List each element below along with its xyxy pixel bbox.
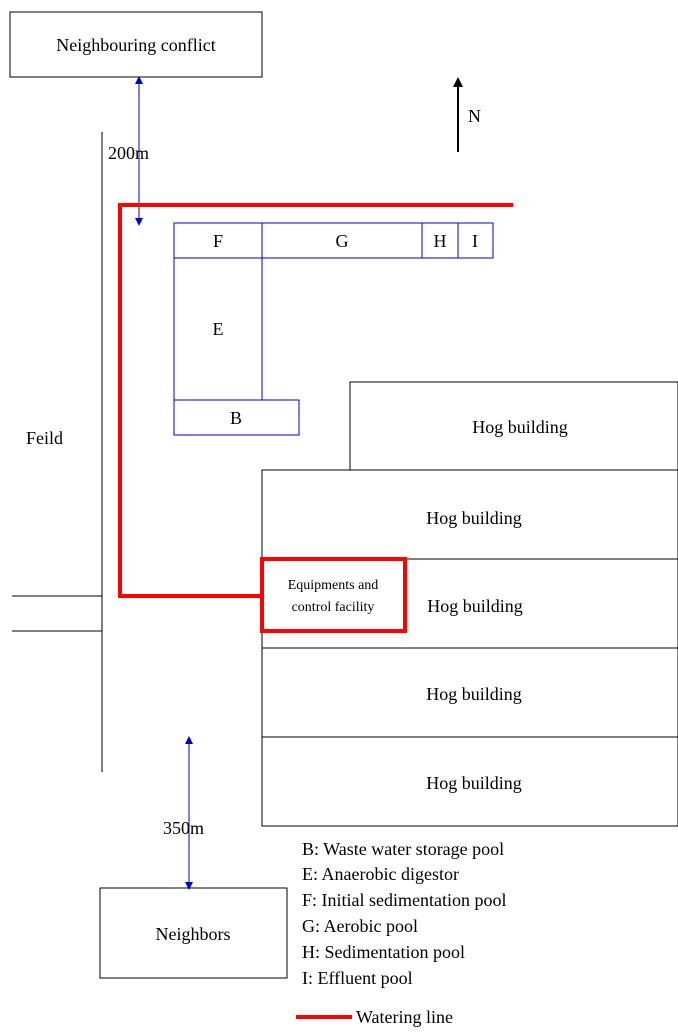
pool-b [173, 399, 300, 436]
hog-building-5-label: Hog building [426, 773, 522, 793]
north-label: N [468, 106, 481, 126]
equipment-control-facility: Equipments and control facility [260, 557, 407, 633]
distance-north-label: 200m [108, 143, 149, 163]
hog-building-2 [261, 469, 678, 560]
field-label: Feild [26, 428, 63, 448]
watering-line-legend-label: Watering line [356, 1007, 453, 1027]
hog-building-4-label: Hog building [426, 684, 522, 704]
distance-south-label: 350m [163, 818, 204, 838]
pool-g [261, 222, 423, 259]
legend: B: Waste water storage pool E: Anaerobic… [296, 839, 506, 1027]
north-arrow: N [453, 77, 481, 152]
pool-f-label: F [213, 231, 223, 251]
legend-item-h: H: Sedimentation pool [302, 942, 465, 962]
legend-item-b: B: Waste water storage pool [302, 839, 504, 859]
pool-f [173, 222, 263, 259]
pool-h-label: H [434, 231, 447, 251]
hog-building-5 [261, 736, 678, 827]
hog-building-2-label: Hog building [426, 508, 522, 528]
pool-b-label: B [230, 408, 242, 428]
hog-building-1-label: Hog building [472, 417, 568, 437]
hog-buildings: Hog building Hog building Hog building H… [261, 381, 678, 827]
neighbouring-conflict-label: Neighbouring conflict [56, 35, 215, 55]
equipment-label-line2: control facility [292, 600, 375, 615]
distance-arrow-north: 200m [108, 76, 149, 226]
hog-building-1 [349, 381, 678, 471]
hog-building-4 [261, 647, 678, 738]
pool-e-label: E [213, 319, 224, 339]
neighbors-label: Neighbors [156, 924, 231, 944]
hog-building-3-label: Hog building [427, 596, 523, 616]
pool-e [173, 257, 263, 401]
equipment-label-line1: Equipments and [288, 578, 379, 593]
legend-item-g: G: Aerobic pool [302, 916, 418, 936]
neighbors-box: Neighbors [99, 887, 288, 979]
legend-item-e: E: Anaerobic digestor [302, 864, 459, 884]
distance-arrow-south: 350m [163, 736, 204, 890]
neighbouring-conflict-box: Neighbouring conflict [9, 11, 263, 78]
treatment-pools: F G H I E B [173, 222, 494, 436]
pool-g-label: G [336, 231, 349, 251]
legend-item-f: F: Initial sedimentation pool [302, 890, 506, 910]
legend-item-i: I: Effluent pool [302, 968, 413, 988]
pool-i-label: I [472, 231, 478, 251]
field-boundary: Feild [12, 132, 103, 772]
pool-i [457, 222, 494, 259]
watering-line [118, 203, 513, 598]
pool-h [421, 222, 459, 259]
